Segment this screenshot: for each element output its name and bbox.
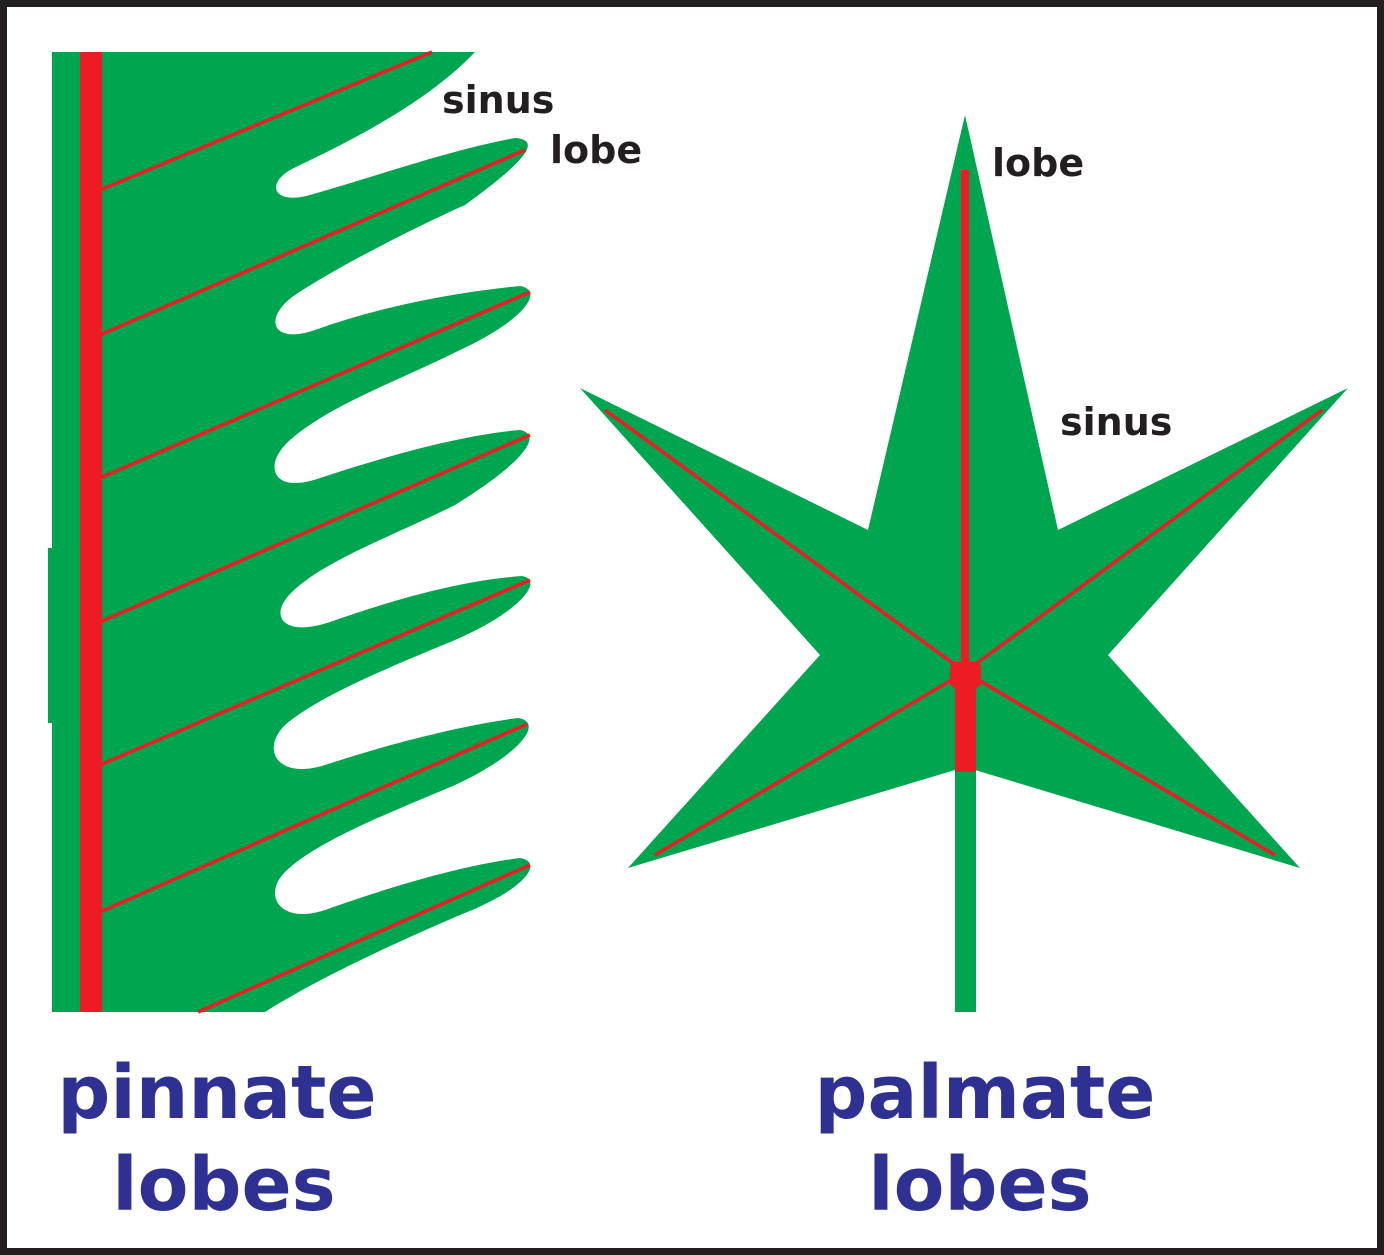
palmate-main-vein xyxy=(961,170,969,670)
palmate-title-line2: lobes xyxy=(868,1142,1091,1228)
pinnate-sinus-label: sinus xyxy=(442,78,554,122)
pinnate-leaf-blade xyxy=(52,52,530,1012)
palmate-petiole xyxy=(955,770,976,1012)
palmate-sinus-label: sinus xyxy=(1060,400,1172,444)
pinnate-petiole-stub xyxy=(48,548,54,723)
palmate-title-line1: palmate xyxy=(815,1050,1156,1136)
pinnate-title-line2: lobes xyxy=(112,1142,335,1228)
palmate-leaf: lobe sinus xyxy=(580,115,1348,1012)
pinnate-lobe-label: lobe xyxy=(550,128,642,172)
pinnate-title-line1: pinnate xyxy=(57,1050,376,1136)
palmate-lobe-label: lobe xyxy=(992,141,1084,185)
palmate-petiole-vein xyxy=(955,680,976,772)
pinnate-leaf: sinus lobe xyxy=(48,52,642,1012)
pinnate-midrib xyxy=(80,52,102,1012)
